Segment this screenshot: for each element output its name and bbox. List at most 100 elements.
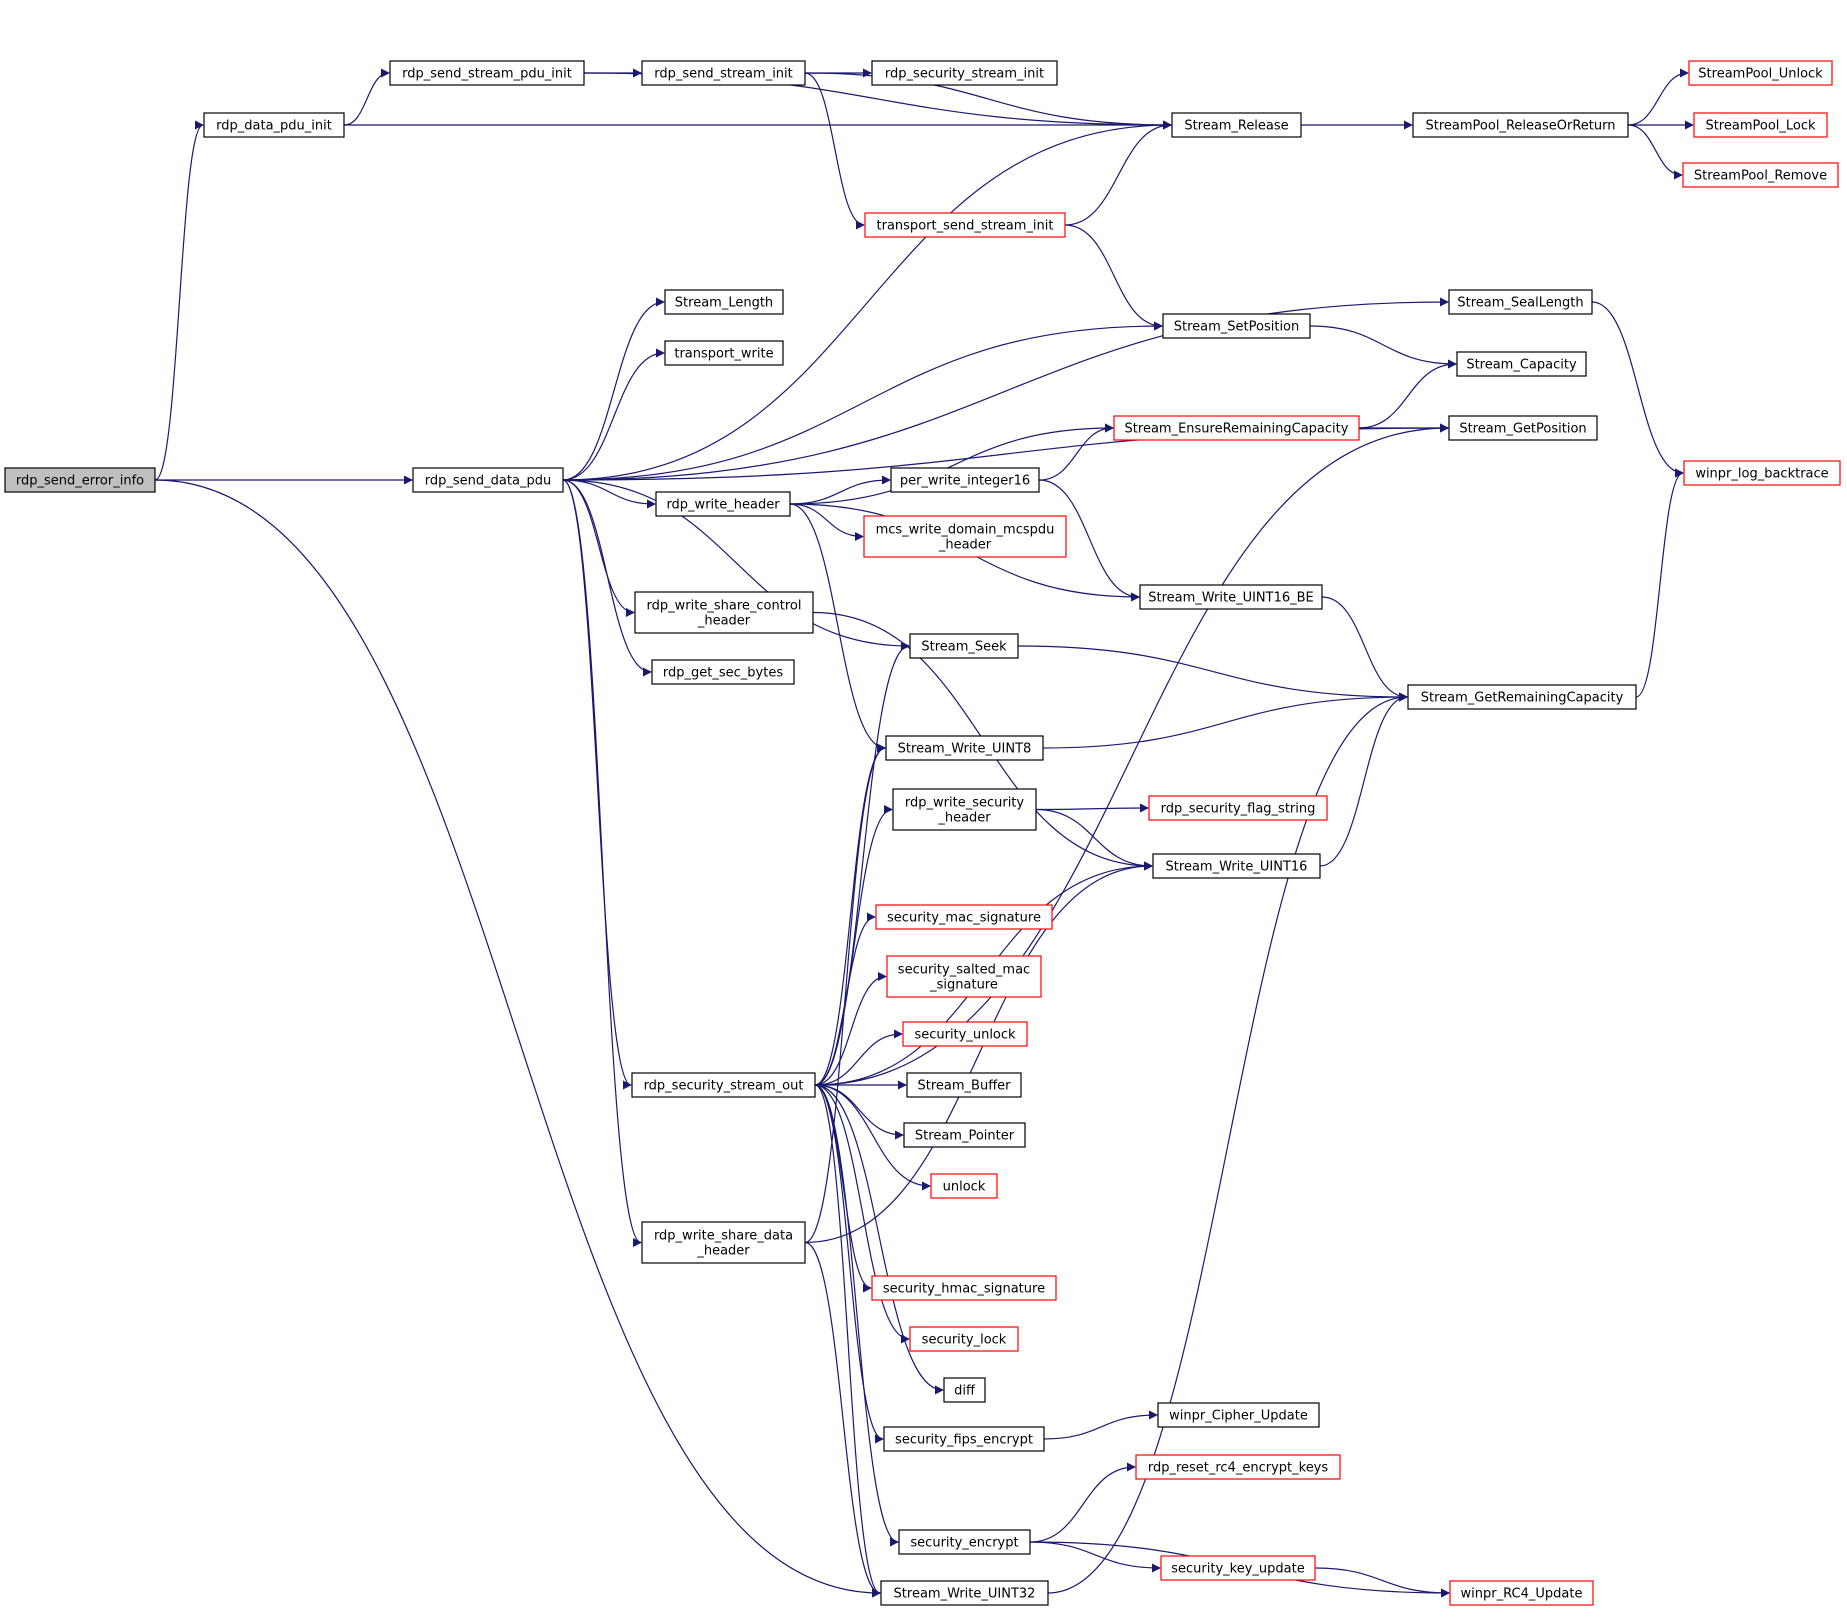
node-security_unlock[interactable]: security_unlock: [902, 1021, 1028, 1047]
node-security_key_update[interactable]: security_key_update: [1160, 1555, 1316, 1581]
node-box: [1683, 460, 1841, 486]
node-rdp_security_stream_init[interactable]: rdp_security_stream_init: [871, 60, 1058, 86]
node-label: Stream_GetPosition: [1459, 422, 1586, 437]
node-mcs_write_domain_mcspdu_header[interactable]: mcs_write_domain_mcspdu_header: [863, 515, 1067, 558]
node-label: winpr_log_backtrace: [1695, 467, 1828, 482]
node-rdp_send_stream_pdu_init[interactable]: rdp_send_stream_pdu_init: [389, 60, 585, 86]
node-Stream_Write_UINT32[interactable]: Stream_Write_UINT32: [880, 1580, 1049, 1606]
node-rdp_write_header[interactable]: rdp_write_header: [655, 491, 791, 517]
node-rdp_send_error_info[interactable]: rdp_send_error_info: [4, 467, 156, 493]
node-rdp_send_stream_init[interactable]: rdp_send_stream_init: [641, 60, 806, 86]
node-box: [1448, 415, 1598, 441]
call-edge-security_encrypt-to-security_key_update: [1029, 1541, 1161, 1573]
call-edge-per_write_integer16-to-Stream_Write_UINT16_BE: [1038, 479, 1140, 602]
node-label: security_fips_encrypt: [895, 1433, 1033, 1448]
node-rdp_write_share_control_header[interactable]: rdp_write_share_control_header: [634, 591, 814, 634]
node-label: security_lock: [922, 1333, 1007, 1348]
node-box: [1688, 60, 1833, 86]
node-rdp_security_flag_string[interactable]: rdp_security_flag_string: [1148, 795, 1328, 821]
node-rdp_write_share_data_header[interactable]: rdp_write_share_data_header: [641, 1221, 806, 1264]
node-box: [875, 904, 1053, 930]
node-box: [930, 1173, 998, 1199]
node-label: StreamPool_Unlock: [1698, 67, 1823, 82]
node-label: rdp_write_share_control: [647, 599, 802, 614]
node-Stream_Capacity[interactable]: Stream_Capacity: [1456, 351, 1587, 377]
node-Stream_SealLength[interactable]: Stream_SealLength: [1448, 289, 1593, 315]
call-edge-Stream_Write_UINT16_BE-to-Stream_GetRemainingCapacity: [1321, 596, 1408, 702]
node-box: [1171, 112, 1302, 138]
node-Stream_Pointer[interactable]: Stream_Pointer: [903, 1122, 1026, 1148]
node-rdp_data_pdu_init[interactable]: rdp_data_pdu_init: [203, 112, 345, 138]
node-security_fips_encrypt[interactable]: security_fips_encrypt: [883, 1426, 1045, 1452]
node-Stream_Write_UINT16[interactable]: Stream_Write_UINT16: [1152, 853, 1321, 879]
node-transport_send_stream_init[interactable]: transport_send_stream_init: [864, 212, 1066, 238]
node-rdp_write_security_header[interactable]: rdp_write_security_header: [892, 788, 1037, 831]
node-Stream_Write_UINT8[interactable]: Stream_Write_UINT8: [885, 735, 1044, 761]
node-Stream_EnsureRemainingCapacity[interactable]: Stream_EnsureRemainingCapacity: [1113, 415, 1360, 441]
call-edge-rdp_send_error_info-to-Stream_Write_UINT32: [154, 479, 881, 1598]
node-Stream_Length[interactable]: Stream_Length: [664, 289, 784, 315]
call-edge-rdp_send_data_pdu-to-rdp_write_header: [562, 479, 656, 509]
node-label: unlock: [943, 1180, 986, 1195]
node-Stream_SetPosition[interactable]: Stream_SetPosition: [1162, 313, 1311, 339]
call-edge-security_fips_encrypt-to-winpr_Cipher_Update: [1043, 1410, 1158, 1440]
node-StreamPool_Lock[interactable]: StreamPool_Lock: [1693, 112, 1828, 138]
node-label: security_salted_mac: [898, 963, 1030, 978]
node-box: [1693, 112, 1828, 138]
node-security_encrypt[interactable]: security_encrypt: [898, 1529, 1031, 1555]
call-edge-rdp_security_stream_out-to-unlock: [814, 1084, 931, 1191]
node-Stream_GetPosition[interactable]: Stream_GetPosition: [1448, 415, 1598, 441]
node-winpr_RC4_Update[interactable]: winpr_RC4_Update: [1449, 1580, 1594, 1606]
node-box: [655, 491, 791, 517]
node-winpr_log_backtrace[interactable]: winpr_log_backtrace: [1683, 460, 1841, 486]
node-label: Stream_SetPosition: [1174, 320, 1300, 335]
node-winpr_Cipher_Update[interactable]: winpr_Cipher_Update: [1157, 1402, 1320, 1428]
node-box: [864, 212, 1066, 238]
node-box: [890, 467, 1040, 493]
node-box: [1162, 313, 1311, 339]
node-box: [903, 1122, 1026, 1148]
node-label: StreamPool_ReleaseOrReturn: [1426, 119, 1616, 134]
node-rdp_get_sec_bytes[interactable]: rdp_get_sec_bytes: [651, 659, 795, 685]
node-box: [885, 735, 1044, 761]
call-edge-rdp_send_data_pdu-to-transport_write: [562, 348, 665, 481]
node-StreamPool_Unlock[interactable]: StreamPool_Unlock: [1688, 60, 1833, 86]
call-edge-rdp_send_data_pdu-to-Stream_SetPosition: [562, 321, 1163, 481]
node-box: [892, 788, 1037, 831]
node-label: StreamPool_Remove: [1694, 169, 1827, 184]
node-per_write_integer16[interactable]: per_write_integer16: [890, 467, 1040, 493]
node-StreamPool_ReleaseOrReturn[interactable]: StreamPool_ReleaseOrReturn: [1412, 112, 1629, 138]
node-label: Stream_Write_UINT32: [894, 1587, 1036, 1602]
node-label: rdp_send_stream_init: [654, 67, 793, 82]
node-label: winpr_Cipher_Update: [1169, 1409, 1308, 1424]
node-Stream_Write_UINT16_BE[interactable]: Stream_Write_UINT16_BE: [1139, 584, 1323, 610]
call-edge-rdp_security_stream_out-to-security_lock: [814, 1084, 910, 1344]
call-edge-rdp_security_stream_out-to-security_unlock: [814, 1029, 903, 1086]
node-unlock[interactable]: unlock: [930, 1173, 998, 1199]
node-StreamPool_Remove[interactable]: StreamPool_Remove: [1682, 162, 1839, 188]
node-label: StreamPool_Lock: [1705, 119, 1816, 134]
node-rdp_security_stream_out[interactable]: rdp_security_stream_out: [631, 1072, 816, 1098]
node-transport_write[interactable]: transport_write: [664, 340, 784, 366]
node-box: [909, 633, 1019, 659]
call-edge-Stream_SealLength-to-winpr_log_backtrace: [1591, 301, 1684, 478]
node-box: [412, 467, 564, 493]
node-Stream_GetRemainingCapacity[interactable]: Stream_GetRemainingCapacity: [1407, 684, 1637, 710]
call-edge-rdp_write_security_header-to-rdp_security_flag_string: [1035, 803, 1149, 813]
node-security_salted_mac_signature[interactable]: security_salted_mac_signature: [886, 955, 1042, 998]
node-box: [664, 289, 784, 315]
node-rdp_send_data_pdu[interactable]: rdp_send_data_pdu: [412, 467, 564, 493]
node-diff[interactable]: diff: [943, 1377, 986, 1403]
call-edge-rdp_write_header-to-per_write_integer16: [789, 475, 891, 505]
node-Stream_Buffer[interactable]: Stream_Buffer: [906, 1072, 1022, 1098]
call-edge-StreamPool_ReleaseOrReturn-to-StreamPool_Unlock: [1627, 68, 1689, 126]
node-label: _signature: [929, 978, 998, 993]
node-security_lock[interactable]: security_lock: [909, 1326, 1019, 1352]
node-rdp_reset_rc4_encrypt_keys[interactable]: rdp_reset_rc4_encrypt_keys: [1135, 1454, 1341, 1480]
node-security_mac_signature[interactable]: security_mac_signature: [875, 904, 1053, 930]
call-edge-rdp_send_data_pdu-to-Stream_Release: [562, 120, 1172, 481]
node-Stream_Release[interactable]: Stream_Release: [1171, 112, 1302, 138]
node-Stream_Seek[interactable]: Stream_Seek: [909, 633, 1019, 659]
node-security_hmac_signature[interactable]: security_hmac_signature: [871, 1275, 1057, 1301]
